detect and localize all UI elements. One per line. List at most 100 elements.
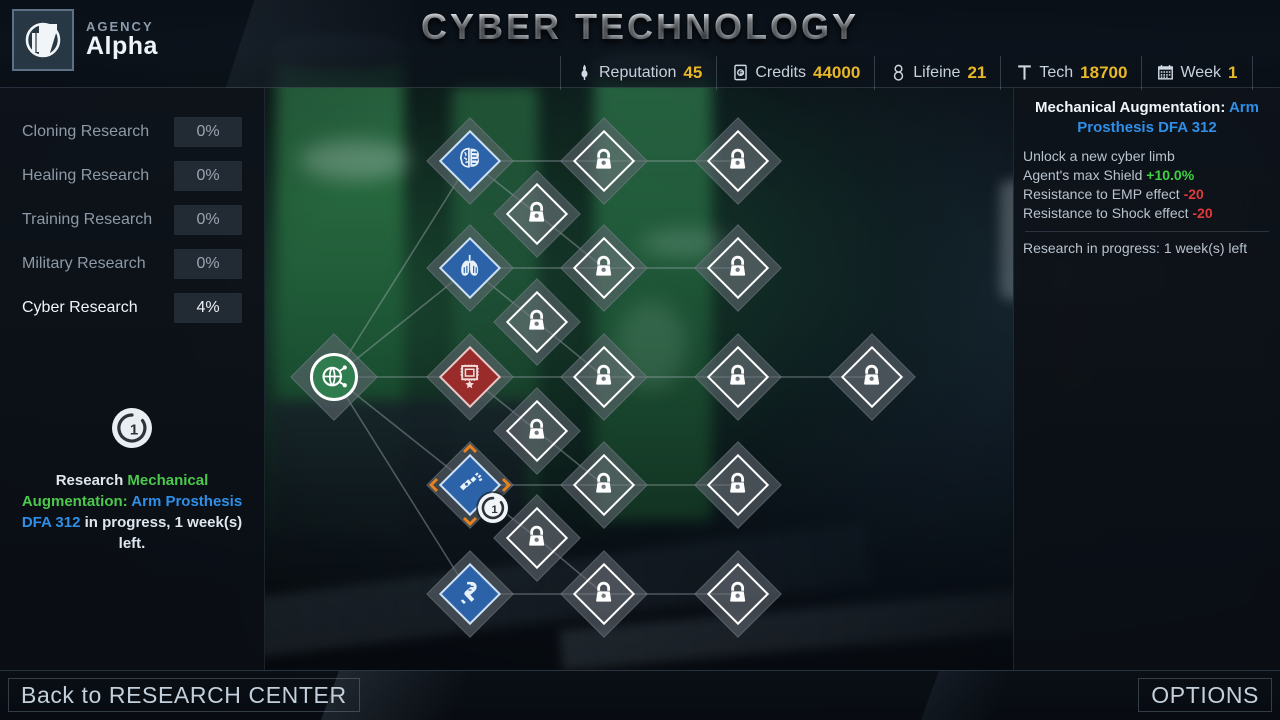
bottom-bar-divider [0, 670, 1280, 671]
tech-node-r4c3[interactable] [694, 441, 782, 529]
options-button[interactable]: OPTIONS [1138, 678, 1272, 712]
tech-info-title-name: Arm Prosthesis DFA 312 [1077, 99, 1259, 136]
lock-icon [725, 362, 751, 393]
research-category-percent: 0% [174, 161, 242, 191]
lock-icon [524, 307, 550, 338]
resource-value: 21 [967, 63, 987, 82]
agency-text: AGENCY Alpha [86, 19, 158, 61]
resource-label: Credits [755, 64, 806, 81]
research-category-percent: 0% [174, 205, 242, 235]
resource-value: 18700 [1080, 63, 1128, 82]
bottom-bar: Back to RESEARCH CENTER OPTIONS [0, 670, 1280, 720]
back-to-research-center-button[interactable]: Back to RESEARCH CENTER [8, 678, 360, 712]
tech-node-r2b[interactable] [493, 278, 581, 366]
globe-network-icon [310, 353, 358, 401]
resource-lifeine: Lifeine 21 [874, 56, 1000, 90]
reputation-icon [575, 63, 592, 83]
tech-node-r1c3[interactable] [694, 117, 782, 205]
weeks-remaining-badge: 1 [112, 408, 152, 448]
tech-effect-label: Agent's max Shield [1023, 167, 1147, 183]
tech-info-title: Mechanical Augmentation: Arm Prosthesis … [1023, 98, 1271, 138]
status-category: Mechanical Augmentation: [21, 472, 209, 510]
cyber-lungs-icon [456, 252, 484, 285]
lock-icon [591, 146, 617, 177]
lock-icon [859, 362, 885, 393]
tech-info-panel: Mechanical Augmentation: Arm Prosthesis … [1013, 88, 1280, 670]
resource-label: Tech [1039, 64, 1074, 81]
tech-icon [1015, 63, 1032, 83]
tech-effect-line: Resistance to EMP effect -20 [1023, 186, 1271, 202]
page-title: CYBER TECHNOLOGY [0, 6, 1280, 48]
tech-node-arm[interactable] [426, 441, 514, 529]
calendar-icon [1156, 63, 1174, 83]
header-background [0, 0, 1280, 88]
research-category-name: Healing Research [22, 167, 150, 184]
tech-node-r3b[interactable] [493, 387, 581, 475]
tech-info-progress: Research in progress: 1 week(s) left [1023, 240, 1248, 256]
tech-tree[interactable]: 1 [265, 88, 1013, 670]
tech-node-r5c3[interactable] [694, 550, 782, 638]
tech-effect-label: Resistance to Shock effect [1023, 205, 1193, 221]
tech-node-leg[interactable] [426, 550, 514, 638]
research-category-row[interactable]: Military Research 0% [22, 242, 242, 286]
tech-link [333, 160, 471, 378]
lock-icon [524, 523, 550, 554]
tech-node-r2c3[interactable] [694, 224, 782, 312]
tech-node-r3c4[interactable] [828, 333, 916, 421]
tech-node-chip[interactable] [426, 333, 514, 421]
research-category-percent: 0% [174, 117, 242, 147]
resource-value: 44000 [813, 63, 861, 82]
tech-node-root[interactable] [290, 333, 378, 421]
lifeine-icon [889, 63, 906, 83]
lock-icon [591, 579, 617, 610]
lock-icon [725, 470, 751, 501]
tech-node-r3c3[interactable] [694, 333, 782, 421]
agency-logo-icon [12, 9, 74, 71]
cyber-brain-icon [456, 145, 484, 178]
header-divider [0, 87, 1280, 88]
tech-node-r4b[interactable] [493, 494, 581, 582]
tech-effect-label: Resistance to EMP effect [1023, 186, 1184, 202]
arm-prosthesis-icon [456, 469, 484, 502]
tech-node-r1b[interactable] [493, 170, 581, 258]
tech-effect-value: -20 [1192, 205, 1213, 221]
agency-block[interactable]: AGENCY Alpha [12, 8, 262, 72]
tech-node-r1c2[interactable] [560, 117, 648, 205]
cpu-star-icon [456, 361, 484, 394]
research-category-name: Military Research [22, 255, 146, 272]
tech-info-effects: Agent's max Shield +10.0%Resistance to E… [1023, 167, 1271, 221]
resource-value: 1 [1228, 63, 1238, 82]
tech-info-divider [1025, 231, 1269, 232]
tech-node-r5c2[interactable] [560, 550, 648, 638]
tech-node-r4c2[interactable] [560, 441, 648, 529]
research-category-row[interactable]: Healing Research 0% [22, 154, 242, 198]
svg-text:1: 1 [130, 422, 138, 439]
lock-icon [591, 362, 617, 393]
tech-node-lungs[interactable] [426, 224, 514, 312]
bottom-bar-background [0, 670, 1280, 720]
lock-icon [725, 146, 751, 177]
research-category-percent: 0% [174, 249, 242, 279]
tech-node-weeks-badge: 1 [478, 493, 508, 523]
tech-node-r3c2[interactable] [560, 333, 648, 421]
agency-name: Alpha [86, 32, 158, 61]
research-category-percent: 4% [174, 293, 242, 323]
tech-node-brain[interactable] [426, 117, 514, 205]
resource-label: Lifeine [913, 64, 961, 81]
svg-text:1: 1 [491, 504, 498, 516]
research-progress-badge-wrap: 1 [0, 408, 264, 448]
tech-info-description: Unlock a new cyber limb [1023, 148, 1175, 164]
agency-label: AGENCY [86, 19, 158, 34]
lock-icon [524, 416, 550, 447]
tech-node-r2c2[interactable] [560, 224, 648, 312]
lock-icon [725, 579, 751, 610]
tech-effect-value: -20 [1183, 186, 1204, 202]
leg-prosthesis-icon [456, 578, 484, 611]
